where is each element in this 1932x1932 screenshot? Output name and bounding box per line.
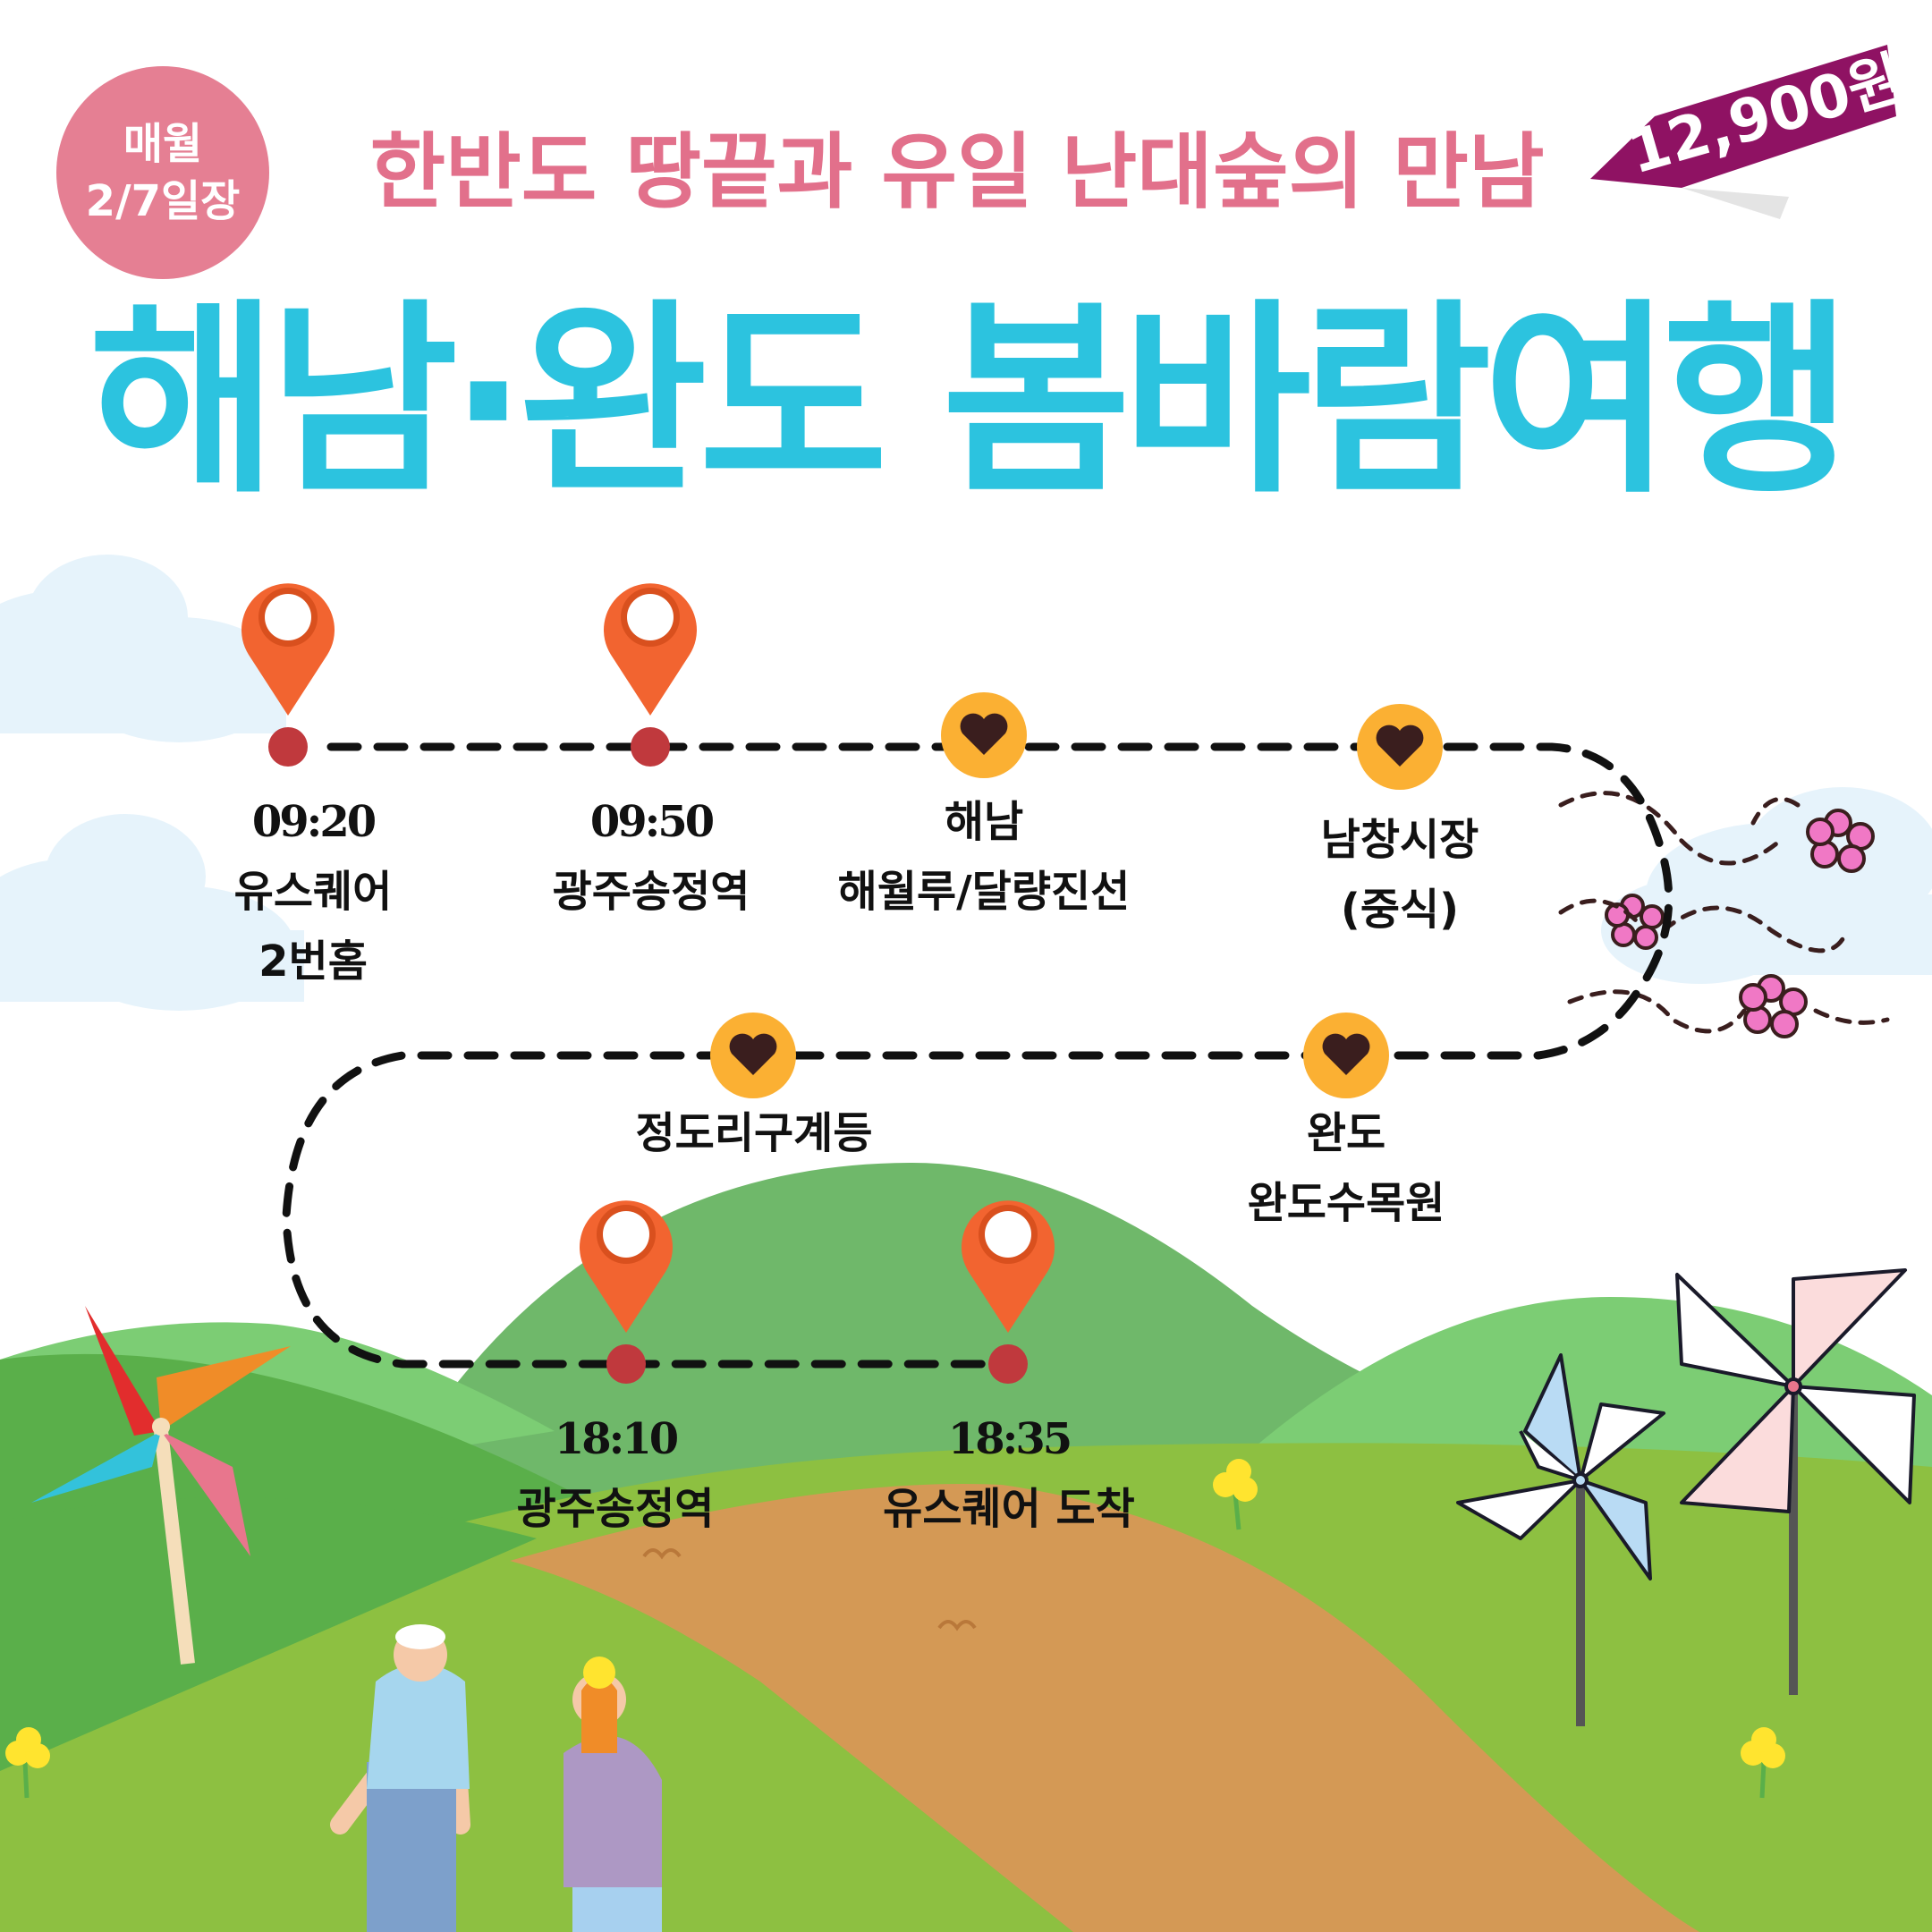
wind-lines — [1558, 791, 1890, 1034]
route-dot — [988, 1344, 1028, 1384]
route-markers — [242, 583, 1443, 1384]
stop-name: 남창시장 — [1320, 815, 1479, 865]
stop-time: 18:10 — [554, 1414, 679, 1464]
stop-name: 유스퀘어 도착 — [883, 1484, 1135, 1534]
heart-icon — [941, 692, 1027, 778]
stop-detail: 2번홈 — [258, 936, 368, 987]
route-dot — [631, 727, 670, 767]
field-left-dark — [0, 1497, 537, 1771]
badge-line1: 매월 — [123, 119, 203, 169]
stop-name: 광주송정역 — [516, 1484, 715, 1534]
stop-label: 09:50 광주송정역 — [463, 787, 839, 927]
stop-name: 완도 — [1306, 1108, 1386, 1158]
route-dot — [268, 727, 308, 767]
stop-name: 정도리구계등 — [635, 1108, 873, 1158]
heart-icon — [1357, 704, 1443, 790]
cloud-left-top — [0, 555, 286, 742]
yellow-flower — [5, 1459, 1785, 1799]
pinwheel-left — [31, 1306, 291, 1665]
person-woman — [564, 1657, 662, 1932]
pink-flower — [1605, 809, 1875, 1038]
stop-name: 유스퀘어 — [233, 867, 393, 917]
dirt-path — [510, 1484, 1699, 1932]
location-pin-icon — [580, 1200, 673, 1333]
badge-line2: 2/7일장 — [85, 176, 241, 226]
stop-detail: 해월루/달량진선 — [837, 867, 1131, 917]
route-dot — [606, 1344, 646, 1384]
location-pin-icon — [604, 583, 697, 716]
route-path — [282, 742, 1674, 1368]
stop-label: 완도 완도수목원 — [1158, 1098, 1534, 1238]
stop-time: 18:35 — [947, 1414, 1072, 1464]
stop-name: 해남 — [944, 797, 1024, 847]
person-man — [330, 1624, 470, 1932]
stop-label: 해남 해월루/달량진선 — [796, 787, 1172, 927]
stop-name: 광주송정역 — [552, 867, 750, 917]
subtitle: 한반도 땅끝과 유일 난대숲의 만남 — [369, 124, 1545, 220]
schedule-badge: 매월 2/7일장 — [56, 66, 269, 279]
cloud-left-bottom — [0, 814, 304, 1011]
stop-detail: (중식) — [1340, 885, 1460, 935]
stop-time: 09:50 — [589, 797, 715, 847]
stop-detail: 완도수목원 — [1247, 1178, 1445, 1228]
pinwheel-pink — [1675, 1268, 1916, 1695]
heart-icon — [710, 1013, 796, 1098]
stop-time: 09:20 — [251, 797, 377, 847]
location-pin-icon — [242, 583, 335, 716]
stop-label: 09:20 유스퀘어 2번홈 — [125, 787, 501, 996]
heart-icon — [1303, 1013, 1389, 1098]
stop-label: 남창시장 (중식) — [1212, 805, 1588, 945]
stop-label: 정도리구계등 — [566, 1098, 942, 1168]
stop-label: 18:35 유스퀘어 도착 — [821, 1404, 1197, 1544]
pinwheel-blue — [1456, 1353, 1665, 1726]
location-pin-icon — [962, 1200, 1055, 1333]
page-title: 해남·완도 봄바람여행 — [89, 283, 1852, 521]
stop-label: 18:10 광주송정역 — [428, 1404, 803, 1544]
price-tag — [1590, 45, 1896, 219]
